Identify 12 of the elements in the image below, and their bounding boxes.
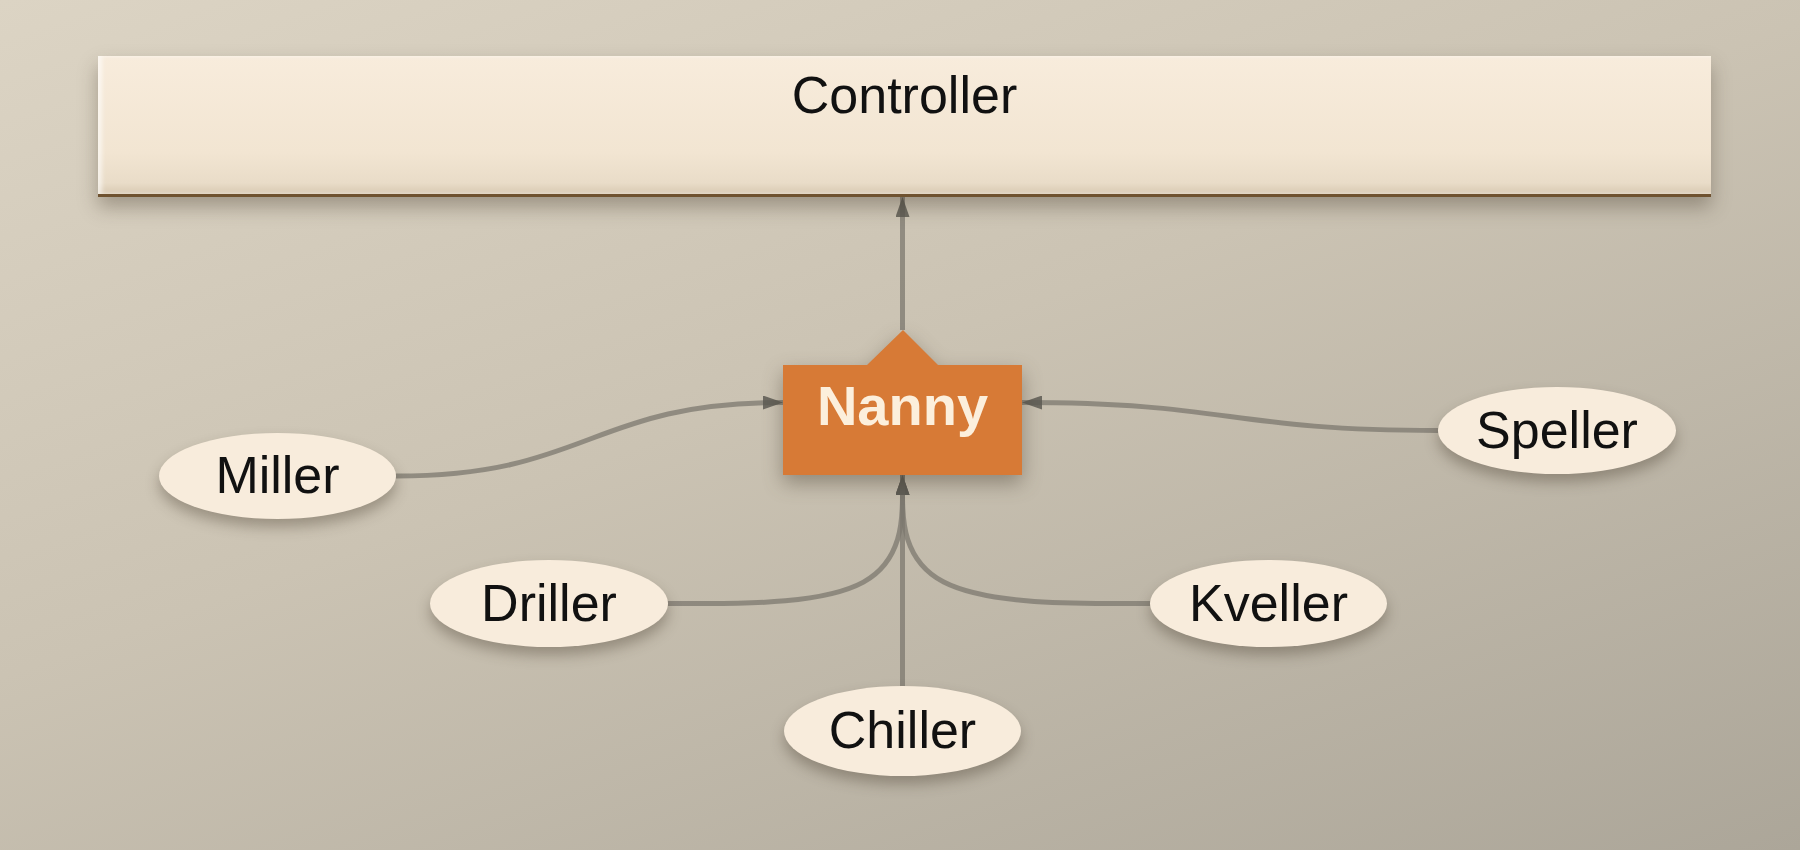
node-label: Controller <box>791 66 1018 126</box>
controller-bar <box>98 56 1711 197</box>
process-box <box>783 330 1022 475</box>
arrow <box>895 197 910 330</box>
node-label: Kveller <box>1189 573 1348 634</box>
arrow <box>1021 395 1439 433</box>
arrow <box>395 396 784 479</box>
node-label: Nanny <box>816 374 989 439</box>
node-label: Speller <box>1476 400 1638 461</box>
node-label: Chiller <box>828 701 977 761</box>
node-label: Driller <box>481 573 617 634</box>
node-label: Miller <box>215 446 340 506</box>
